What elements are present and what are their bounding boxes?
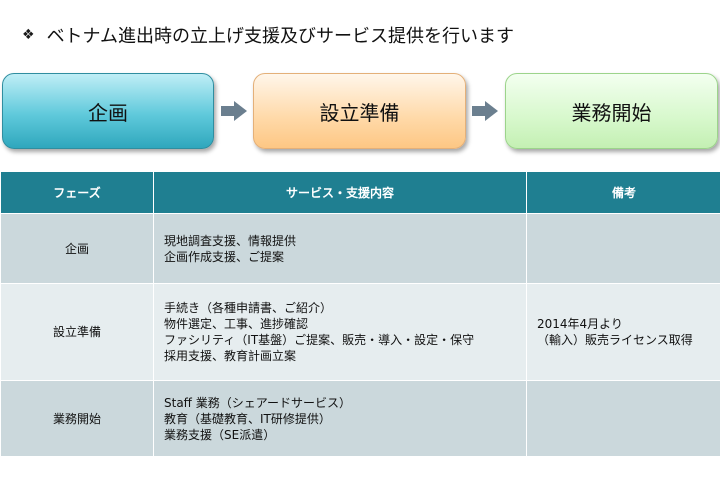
service-item: 教育（基礎教育、IT研修提供） (164, 411, 331, 426)
column-header-services: サービス・支援内容 (153, 171, 527, 214)
services-cell: 手続き（各種申請書、ご紹介） 物件選定、工事、進捗確認 ファシリティ（IT基盤）… (153, 283, 527, 381)
table-row: 業務開始 Staff 業務（シェアードサービス） 教育（基礎教育、IT研修提供）… (0, 380, 720, 457)
flow-step-planning: 企画 (2, 73, 214, 149)
service-item: 物件選定、工事、進捗確認 (164, 317, 309, 331)
service-item: 採用支援、教育計画立案 (164, 349, 297, 363)
service-item: Staff 業務（シェアードサービス） (164, 395, 352, 410)
headline: ❖ ベトナム進出時の立上げ支援及びサービス提供を行います (22, 22, 514, 48)
note-item: （輸入）販売ライセンス取得 (537, 333, 693, 347)
column-header-phase: フェーズ (0, 171, 154, 214)
phase-cell: 企画 (0, 213, 154, 284)
service-item: 手続き（各種申請書、ご紹介） (164, 301, 333, 315)
flow-step-operation-start: 業務開始 (505, 73, 718, 149)
phase-cell: 設立準備 (0, 283, 154, 381)
service-item: ファシリティ（IT基盤）ご提案、販売・導入・設定・保守 (164, 333, 475, 347)
services-cell: 現地調査支援、情報提供 企画作成支援、ご提案 (153, 213, 527, 284)
service-item: 現地調査支援、情報提供 (164, 233, 297, 248)
service-table: フェーズ サービス・支援内容 備考 企画 現地調査支援、情報提供 企画作成支援、… (0, 171, 720, 457)
note-item: 2014年4月より (537, 317, 623, 331)
table-header-row: フェーズ サービス・支援内容 備考 (0, 171, 720, 214)
notes-cell: 2014年4月より （輸入）販売ライセンス取得 (526, 283, 720, 381)
service-item: 業務支援（SE派遣） (164, 427, 276, 442)
notes-cell (526, 213, 720, 284)
notes-cell (526, 380, 720, 457)
services-cell: Staff 業務（シェアードサービス） 教育（基礎教育、IT研修提供） 業務支援… (153, 380, 527, 457)
headline-text: ベトナム進出時の立上げ支援及びサービス提供を行います (46, 26, 515, 47)
table-row: 設立準備 手続き（各種申請書、ご紹介） 物件選定、工事、進捗確認 ファシリティ（… (0, 283, 720, 381)
phase-cell: 業務開始 (0, 380, 154, 457)
flow-step-setup-preparation: 設立準備 (253, 73, 466, 149)
column-header-notes: 備考 (526, 171, 720, 214)
table-row: 企画 現地調査支援、情報提供 企画作成支援、ご提案 (0, 213, 720, 284)
service-item: 企画作成支援、ご提案 (164, 249, 285, 264)
diamond-bullet-icon: ❖ (22, 27, 35, 43)
